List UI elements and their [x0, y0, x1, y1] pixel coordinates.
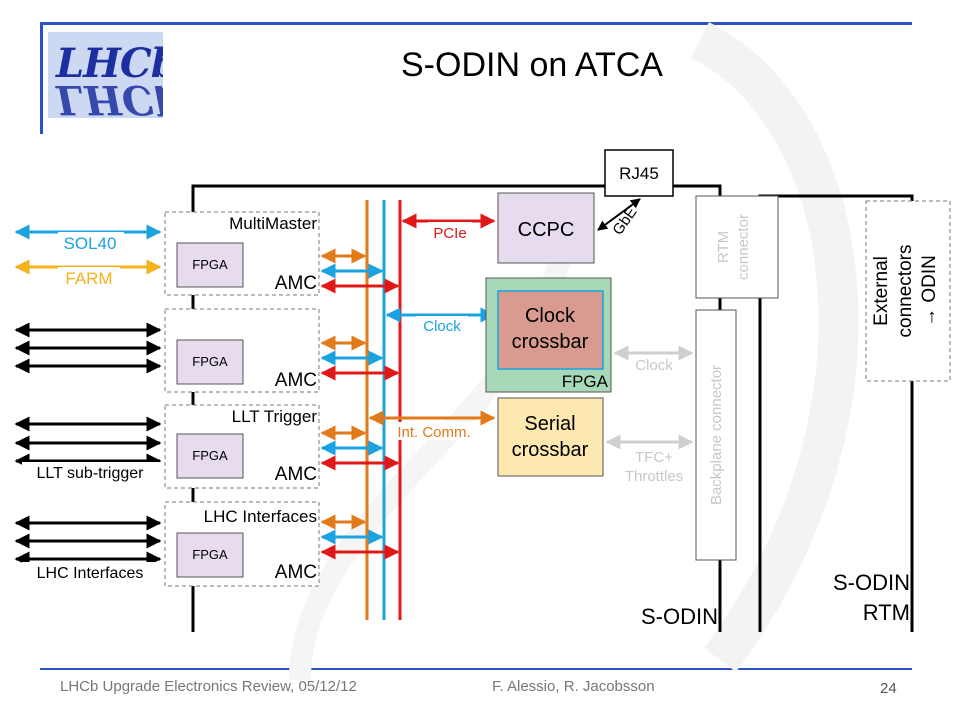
- lhcb-logo: LHCb LHCb: [48, 32, 163, 118]
- page-number: 24: [880, 680, 897, 697]
- rtm-connector: [695, 195, 779, 299]
- fpga-label: FPGA: [192, 354, 228, 369]
- external-connectors-box: [865, 200, 951, 382]
- amc-module-1: MultiMaster FPGA AMC: [164, 211, 320, 296]
- left-rule: [40, 22, 43, 134]
- ccpc-label: CCPC: [518, 219, 575, 241]
- rtm-connector-line1: RTM: [715, 231, 732, 263]
- serial-crossbar-line2: crossbar: [512, 439, 589, 461]
- slide-title: S-ODIN on ATCA: [401, 46, 663, 84]
- backplane-connector: [695, 309, 737, 561]
- rj45-block: [604, 149, 674, 197]
- amc-label: AMC: [275, 464, 317, 485]
- clock-crossbar-line1: Clock: [525, 305, 576, 327]
- fpga-block-label: FPGA: [562, 372, 609, 391]
- gbe-link: [597, 198, 641, 231]
- amc-module-4: LHC Interfaces FPGA AMC: [164, 501, 320, 587]
- footer-authors: F. Alessio, R. Jacobsson: [492, 678, 655, 695]
- farm-label: FARM: [65, 269, 112, 288]
- ccpc-block: [497, 192, 595, 264]
- amc-module-3: LLT Trigger FPGA AMC: [164, 404, 320, 489]
- fpga-label: FPGA: [192, 448, 228, 463]
- bottom-rule: [40, 668, 912, 670]
- external-links: [14, 224, 162, 567]
- backplane-tfc-line1: TFC+: [635, 449, 673, 466]
- gbe-label: GbE: [609, 204, 640, 238]
- module-label: LHC Interfaces: [204, 507, 317, 526]
- external-connectors-line3: → ODIN: [919, 255, 940, 327]
- lhc-interfaces-label: LHC Interfaces: [37, 565, 144, 582]
- amc-label: AMC: [275, 273, 317, 294]
- serial-crossbar-line1: Serial: [524, 413, 575, 435]
- int-comm-label: Int. Comm.: [397, 424, 470, 441]
- pcie-label: PCIe: [433, 225, 466, 242]
- llt-subtrigger-label: LLT sub-trigger: [36, 465, 144, 482]
- serial-crossbar-block: [497, 397, 604, 477]
- external-connectors-line1: External: [871, 256, 892, 326]
- backplane-connector-label: Backplane connector: [708, 365, 725, 505]
- footer-event: LHCb Upgrade Electronics Review, 05/12/1…: [60, 678, 357, 695]
- sol40-label: SOL40: [64, 234, 117, 253]
- backplane-clock-label: Clock: [635, 357, 673, 374]
- top-rule: [40, 22, 912, 25]
- clock-crossbar-block: [497, 290, 604, 370]
- rj45-label: RJ45: [619, 164, 659, 183]
- amc-label: AMC: [275, 562, 317, 583]
- rtm-board-label-line2: RTM: [863, 600, 910, 625]
- fpga-label: FPGA: [192, 547, 228, 562]
- amc-module-2: FPGA AMC: [164, 308, 320, 393]
- clock-bus-label: Clock: [423, 318, 461, 335]
- rtm-board-label-line1: S-ODIN: [833, 570, 910, 595]
- backplane-tfc-line2: Throttles: [625, 468, 683, 485]
- module-label: MultiMaster: [229, 214, 317, 233]
- clock-crossbar-line2: crossbar: [512, 331, 589, 353]
- logo-text: LHCb: [56, 40, 163, 87]
- rtm-board-outline: [758, 194, 914, 632]
- sodin-board-label: S-ODIN: [641, 604, 718, 629]
- fpga-label: FPGA: [192, 257, 228, 272]
- module-bus-arrows: [320, 248, 400, 560]
- rtm-connector-line2: connector: [735, 214, 752, 280]
- module-label: LLT Trigger: [232, 407, 318, 426]
- external-connectors-line2: connectors: [895, 245, 916, 338]
- watermark-arc: [690, 22, 859, 672]
- amc-label: AMC: [275, 370, 317, 391]
